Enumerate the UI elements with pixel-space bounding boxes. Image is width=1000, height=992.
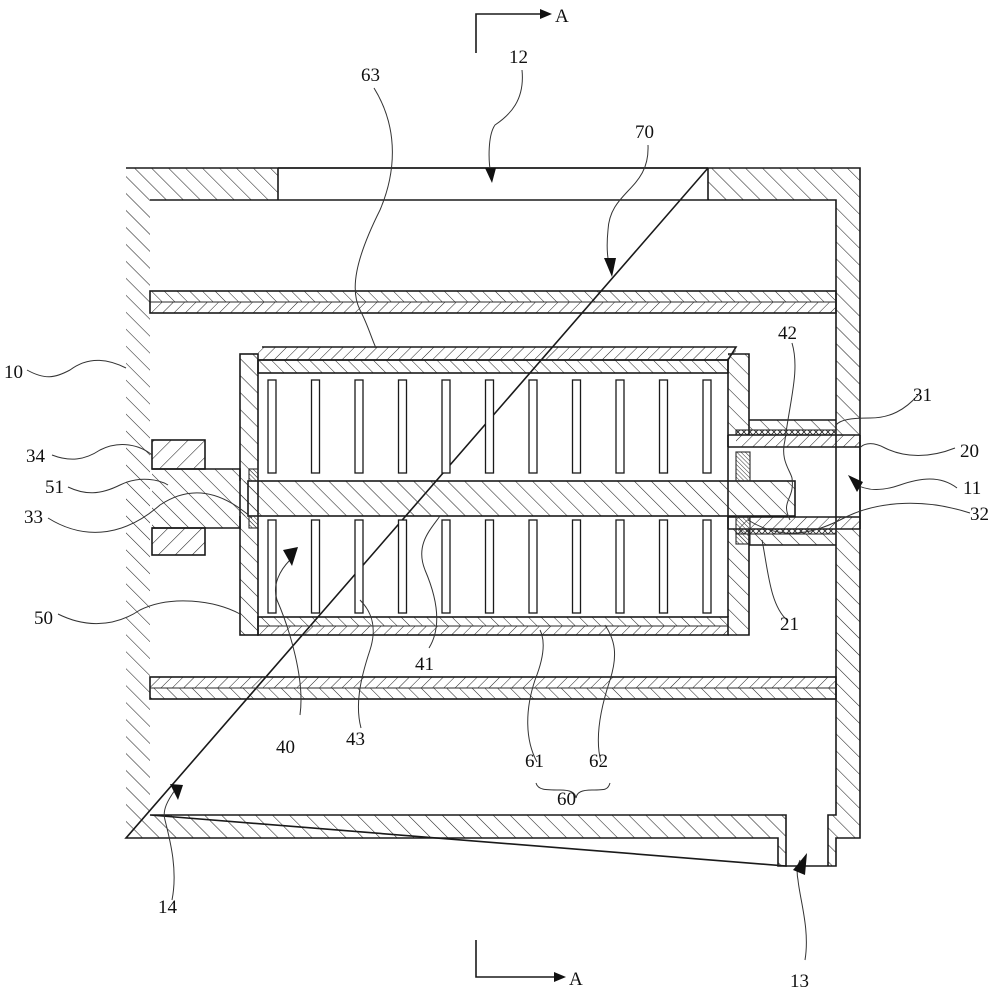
label-40: 40 [276,737,295,758]
section-mark-bottom: A [475,940,583,990]
housing [124,167,861,867]
fin-lower [615,519,625,614]
shaft [247,480,796,517]
drum-end-wall-right [727,353,750,636]
label-34: 34 [26,446,46,467]
fin-upper [441,379,451,474]
shaft-boss [152,468,248,529]
fin-lower [658,519,669,614]
label-51: 51 [45,477,64,498]
section-letter: A [555,6,569,27]
fin-lower [267,519,277,614]
fin-lower [354,519,364,614]
label-43: 43 [346,729,365,750]
fin-lower [397,519,408,614]
fin-lower [441,519,451,614]
fin-upper [397,379,408,474]
fin-upper [484,379,495,474]
label-61: 61 [525,751,544,772]
label-21: 21 [780,614,799,635]
fin-lower [702,519,712,614]
fin-upper [267,379,277,474]
label-13: 13 [790,971,809,992]
label-42: 42 [778,323,797,344]
label-32: 32 [970,504,989,525]
fin-lower [571,519,582,614]
fin-lower [484,519,495,614]
label-70: 70 [635,122,654,143]
fin-upper [571,379,582,474]
section-letter: A [569,969,583,990]
label-63: 63 [361,65,380,86]
fin-lower [310,519,321,614]
label-20: 20 [960,441,979,462]
label-60: 60 [557,789,576,810]
label-10: 10 [4,362,23,383]
fin-lower [528,519,538,614]
seal-right [735,451,751,545]
seal-left [248,468,259,529]
fin-upper [354,379,364,474]
section-mark-top: A [475,6,569,53]
label-11: 11 [963,478,981,499]
fin-upper [702,379,712,474]
label-31: 31 [913,385,932,406]
upper-partition [149,290,837,314]
label-14: 14 [158,897,178,918]
lower-partition [149,676,837,700]
fin-upper [615,379,625,474]
leader-lines [26,69,971,961]
fin-upper [658,379,669,474]
fins [267,379,712,614]
fin-upper [528,379,538,474]
fin-upper [310,379,321,474]
reference-labels: 12 70 63 10 34 51 33 50 42 31 20 11 32 2… [4,47,989,992]
label-41: 41 [415,654,434,675]
label-62: 62 [589,751,608,772]
label-12: 12 [509,47,528,68]
label-50: 50 [34,608,53,629]
drum-shell-top [257,346,738,374]
drum-shell-bottom [257,616,729,636]
label-33: 33 [24,507,43,528]
bearing-block [151,439,206,556]
